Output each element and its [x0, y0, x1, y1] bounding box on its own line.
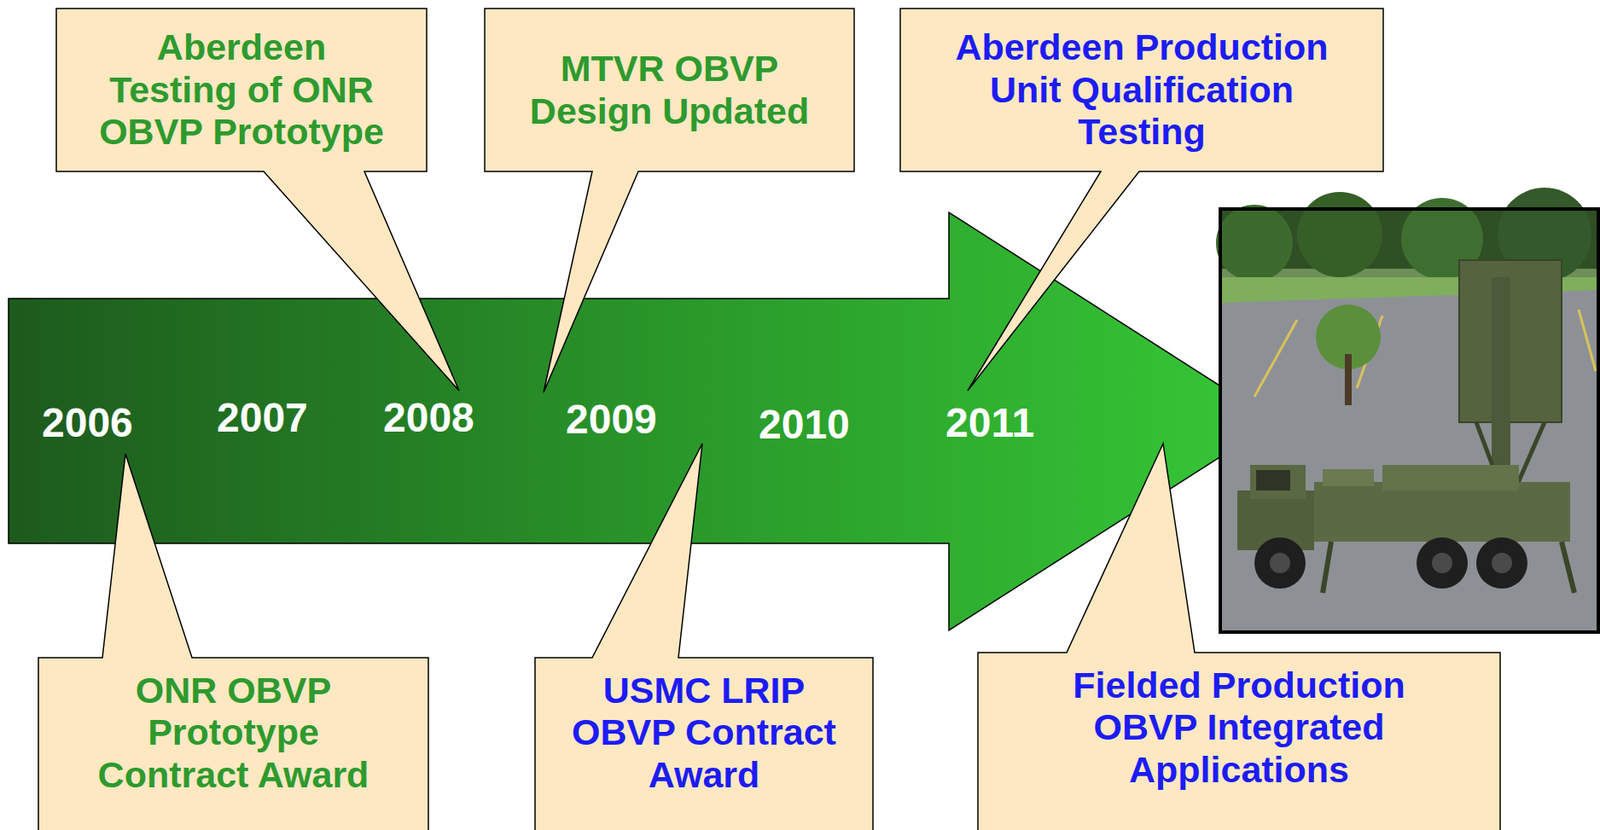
callout-box: Aberdeen Production Unit Qualification T… [900, 8, 1384, 172]
callout-text: Aberdeen Testing of ONR OBVP Prototype [90, 26, 393, 153]
callout-text: Aberdeen Production Unit Qualification T… [941, 26, 1343, 153]
year-label: 2007 [216, 397, 309, 439]
callout-box: Fielded Production OBVP Integrated Appli… [977, 652, 1501, 830]
callout-text: USMC LRIP OBVP Contract Award [552, 669, 856, 797]
callout-outline [56, 8, 460, 391]
callout-text: MTVR OBVP Design Updated [518, 47, 821, 133]
callout-box: USMC LRIP OBVP Contract Award [535, 657, 873, 830]
year-label: 2011 [945, 402, 1035, 444]
callout-outline [900, 8, 1384, 391]
callout-text: ONR OBVP Prototype Contract Award [81, 669, 386, 797]
year-label: 2006 [41, 402, 134, 444]
callout-box: ONR OBVP Prototype Contract Award [38, 657, 429, 830]
year-label: 2010 [758, 404, 850, 446]
callout-outline [38, 453, 429, 830]
callout-box: MTVR OBVP Design Updated [484, 8, 855, 172]
year-label: 2009 [565, 399, 658, 441]
callout-text: Fielded Production OBVP Integrated Appli… [1029, 664, 1449, 792]
callout-outline [977, 443, 1501, 830]
callout-outline [484, 8, 855, 393]
callout-box: Aberdeen Testing of ONR OBVP Prototype [56, 8, 427, 172]
year-label: 2008 [383, 397, 475, 439]
callout-outline [535, 443, 873, 830]
